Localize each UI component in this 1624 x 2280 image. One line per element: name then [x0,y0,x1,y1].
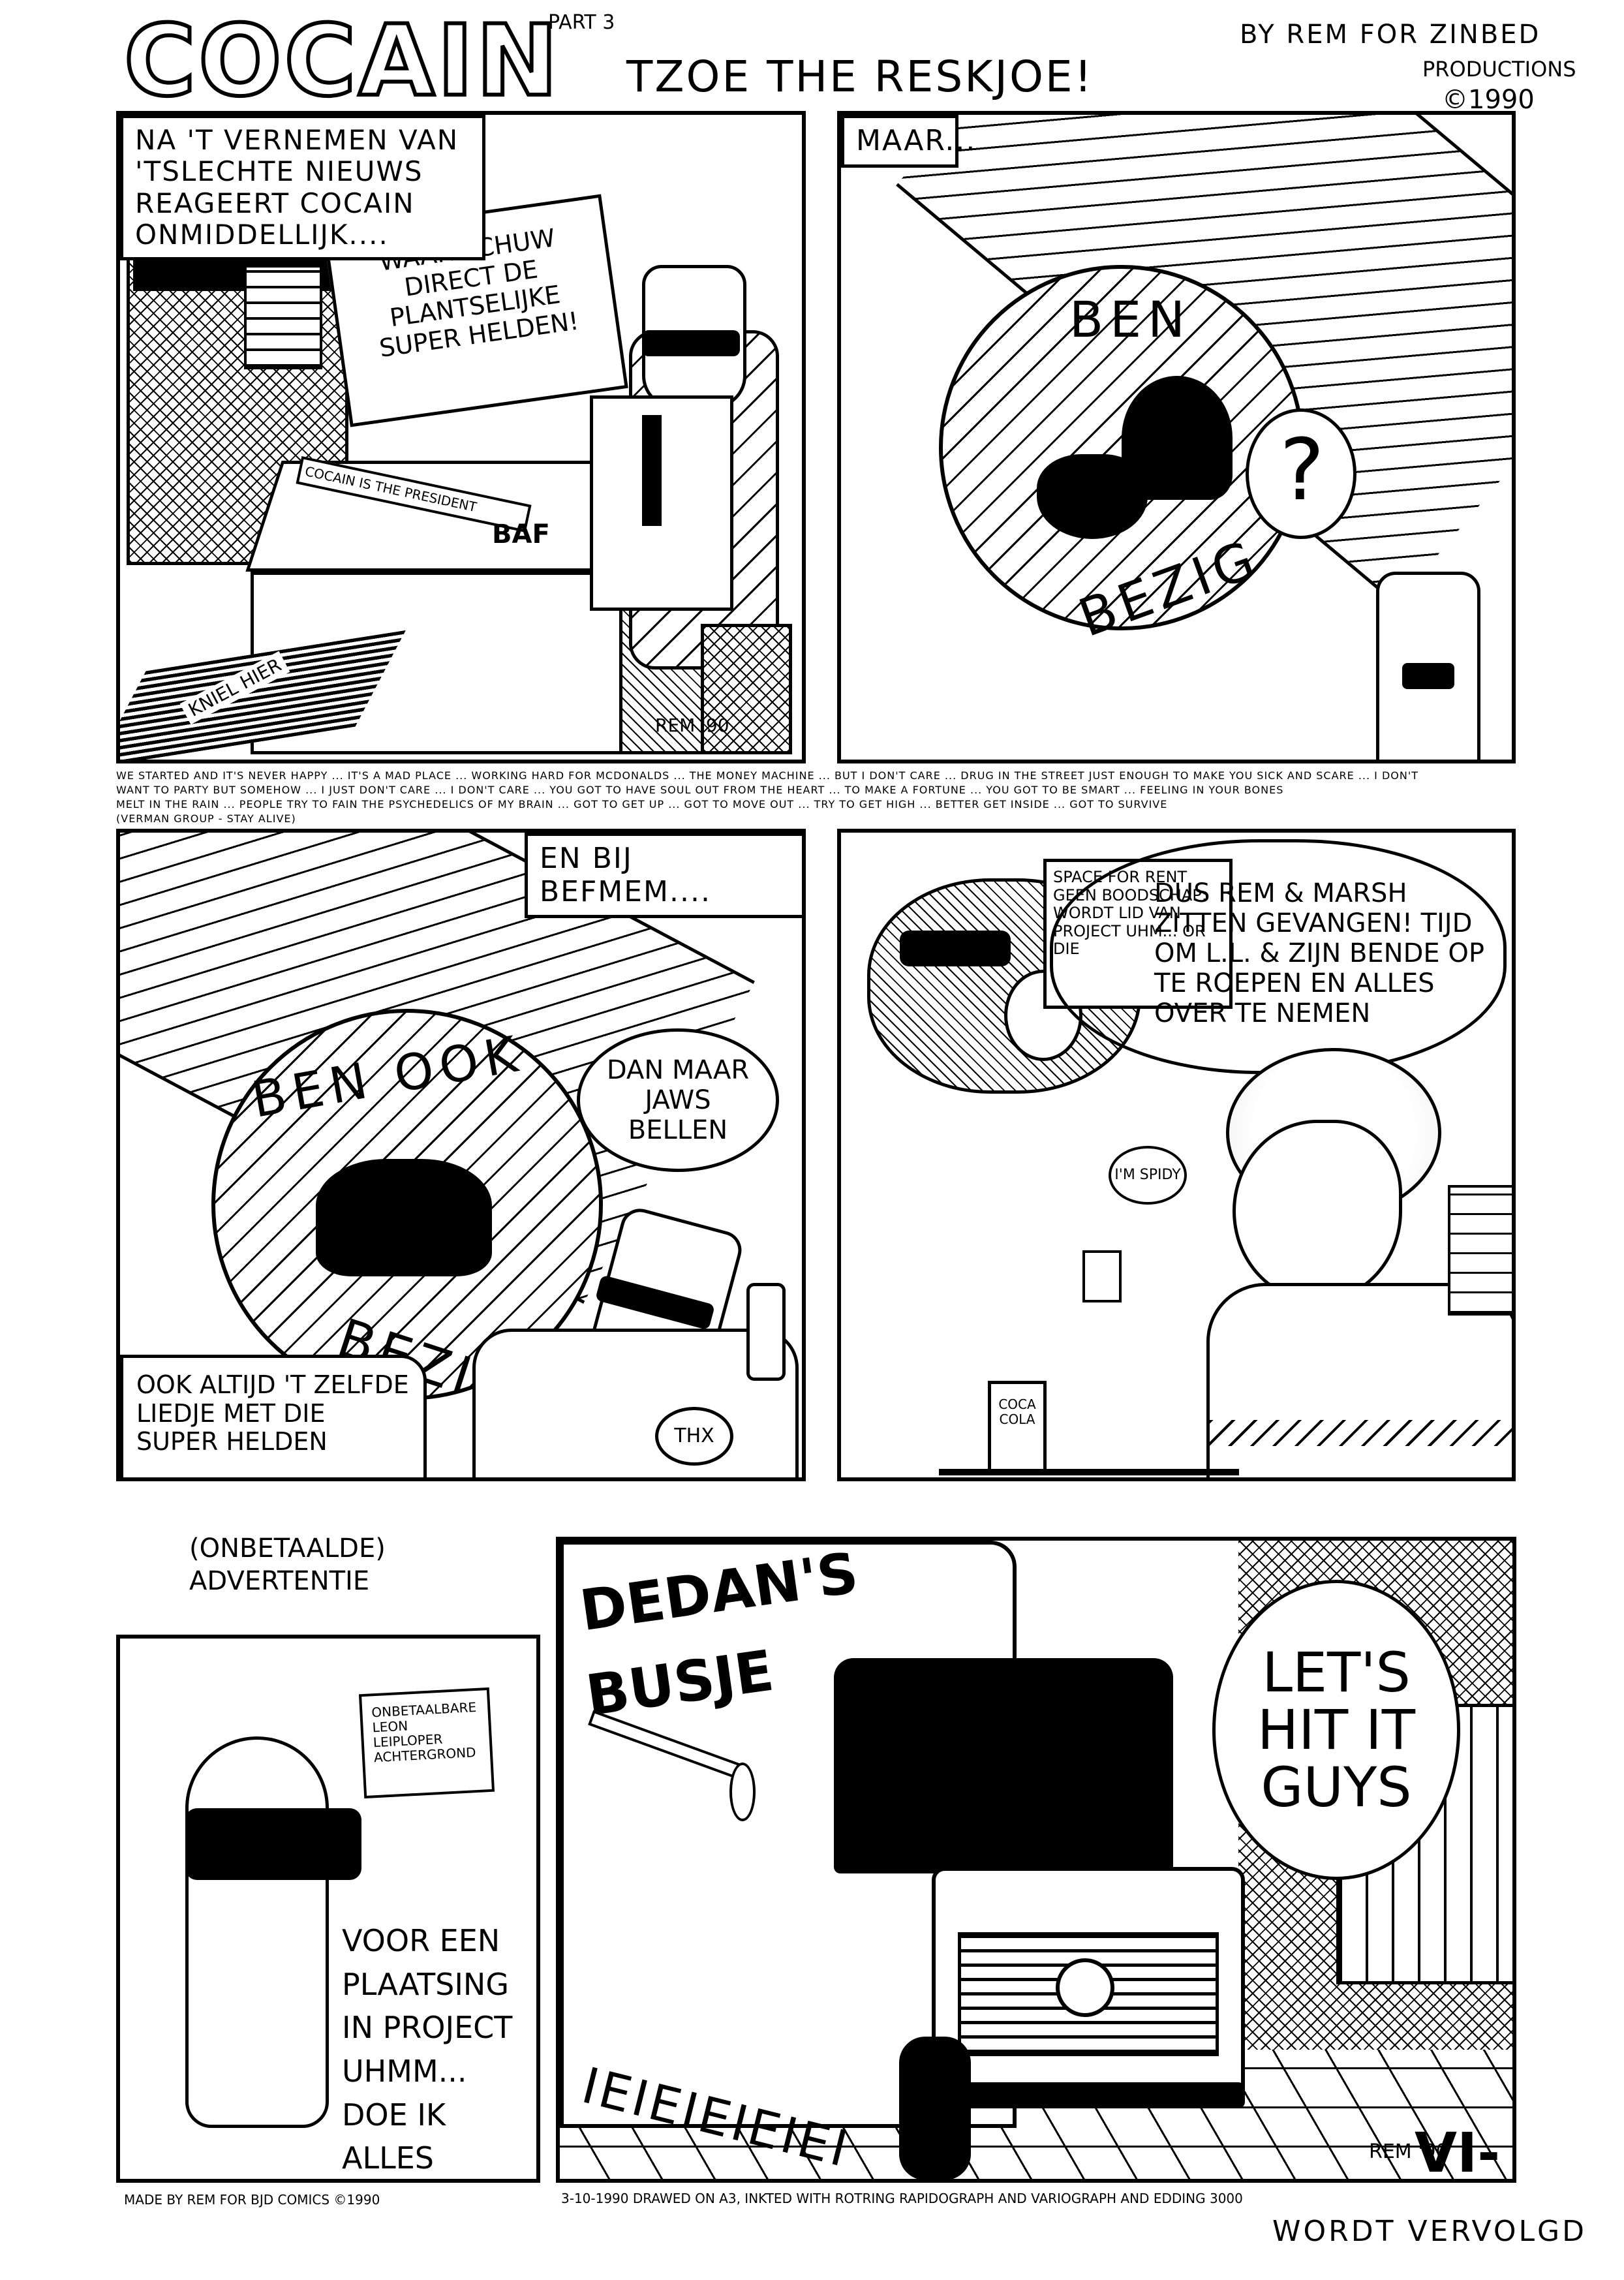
waste-bin [701,624,792,754]
continued-label: WORDT VERVOLGD [1272,2215,1587,2248]
panel-5-footer: MADE BY REM FOR BJD COMICS ©1990 [124,2192,380,2208]
panel-1: WAAR SCHUW DIRECT DE PLANTSELIJKE SUPER … [116,111,806,763]
man-face [1233,1120,1402,1302]
part-label: PART 3 [548,11,615,34]
comic-logo: COCAIN 6 [122,3,561,232]
panel-4: SPACE FOR RENT GEEN BOODSCHAP: WORDT LID… [837,829,1516,1481]
speech-bubble: LET'S HIT IT GUYS [1212,1580,1460,1880]
ad-text: VOOR EEN PLAATSING IN PROJECT UHMM... DO… [342,1923,513,2176]
can-text-bottom: COLA [999,1411,1035,1427]
van-wheel [899,2037,971,2179]
sunglasses-icon [642,330,740,356]
speech-bubble: DAN MAAR JAWS BELLEN [577,1028,779,1172]
silhouette-figure [316,1159,492,1276]
question-bubble [1246,408,1356,539]
mercedes-logo-icon [1056,1958,1114,2017]
building [244,265,322,369]
credit-line-2: PRODUCTIONS [1422,57,1576,82]
can-text-top: COCA [998,1396,1036,1412]
panel-1-signature: REM '90 [655,715,729,736]
bottom-caption-box: OOK ALTIJD 'T ZELFDE LIEDJE MET DIE SUPE… [120,1355,427,1477]
panel-1-caption: NA 'T VERNEMEN VAN 'TSLECHTE NIEUWS REAG… [120,115,485,261]
character-head [185,1736,329,2128]
phone-icon [746,1283,786,1381]
panel-5: ONBETAALBARE LEON LEIPLOPER ACHTERGROND … [116,1635,540,2183]
brick-wall [1448,1185,1512,1316]
panel-6: DEDAN'S BUSJE LET'S HIT IT GUYS IEIEIEIE… [556,1537,1516,2183]
panel-3: BEN OOK BEZIG DAN MAAR JAWS BELLEN THX E… [116,829,806,1481]
boss-suit [590,395,733,611]
figure-sunglasses-icon [1402,663,1454,689]
shelf [939,1469,1239,1475]
lyrics-line-2: WANT TO PARTY BUT SOMEHOW ... I JUST DON… [116,784,1284,796]
boss-suit [472,1329,799,1477]
sweater-pattern [1210,1420,1512,1446]
light-switch [1082,1250,1122,1302]
page-number: VI-5 [1415,2121,1501,2183]
lyrics-line-1: WE STARTED AND IT'S NEVER HAPPY ... IT'S… [116,770,1419,782]
silhouette-pot [1037,454,1148,539]
panel-6-signature: REM '90 [1369,2140,1448,2163]
lyrics-line-3: MELT IN THE RAIN ... PEOPLE TRY TO FAIN … [116,799,1168,810]
thx-bubble: THX [655,1407,733,1466]
page-title: TZOE THE RESKJOE! [626,52,1094,102]
boss-tie [642,415,662,526]
sfx-baf: BAF [492,519,550,549]
note-paper: ONBETAALBARE LEON LEIPLOPER ACHTERGROND [358,1687,495,1799]
van-bumper [932,2082,1245,2108]
ad-label-line-2: ADVERTENTIE [189,1566,370,1596]
credit-line-1: BY REM FOR ZINBED [1240,20,1541,50]
credit-line-3: ©1990 [1442,85,1535,115]
ad-label-line-1: (ONBETAALDE) [189,1533,386,1564]
panel-6-footer: 3-10-1990 DRAWED ON A3, INKTED WITH ROTR… [561,2191,1243,2206]
question-mark: ? [1279,420,1325,519]
sunglasses-icon [185,1808,361,1880]
circle-word-top: BEN [1069,290,1192,348]
speech-bubble-text: DUS REM & MARSH ZITTEN GEVANGEN! TIJD OM… [1154,878,1484,1028]
lyrics-line-4: (VERMAN GROUP - STAY ALIVE) [116,812,296,825]
door-handle [729,1763,756,1821]
van-windshield [834,1658,1173,1873]
sunglasses-icon [900,931,1011,966]
spider-bubble: I'M SPIDY [1109,1146,1187,1205]
coca-cola-can: COCA COLA [988,1381,1047,1472]
panel-2-caption: MAAR... [841,115,975,168]
panel-3-caption: EN BIJ BEFMEM.... [525,833,802,919]
panel-2: BEN BEZIG ? MAAR... [837,111,1516,763]
